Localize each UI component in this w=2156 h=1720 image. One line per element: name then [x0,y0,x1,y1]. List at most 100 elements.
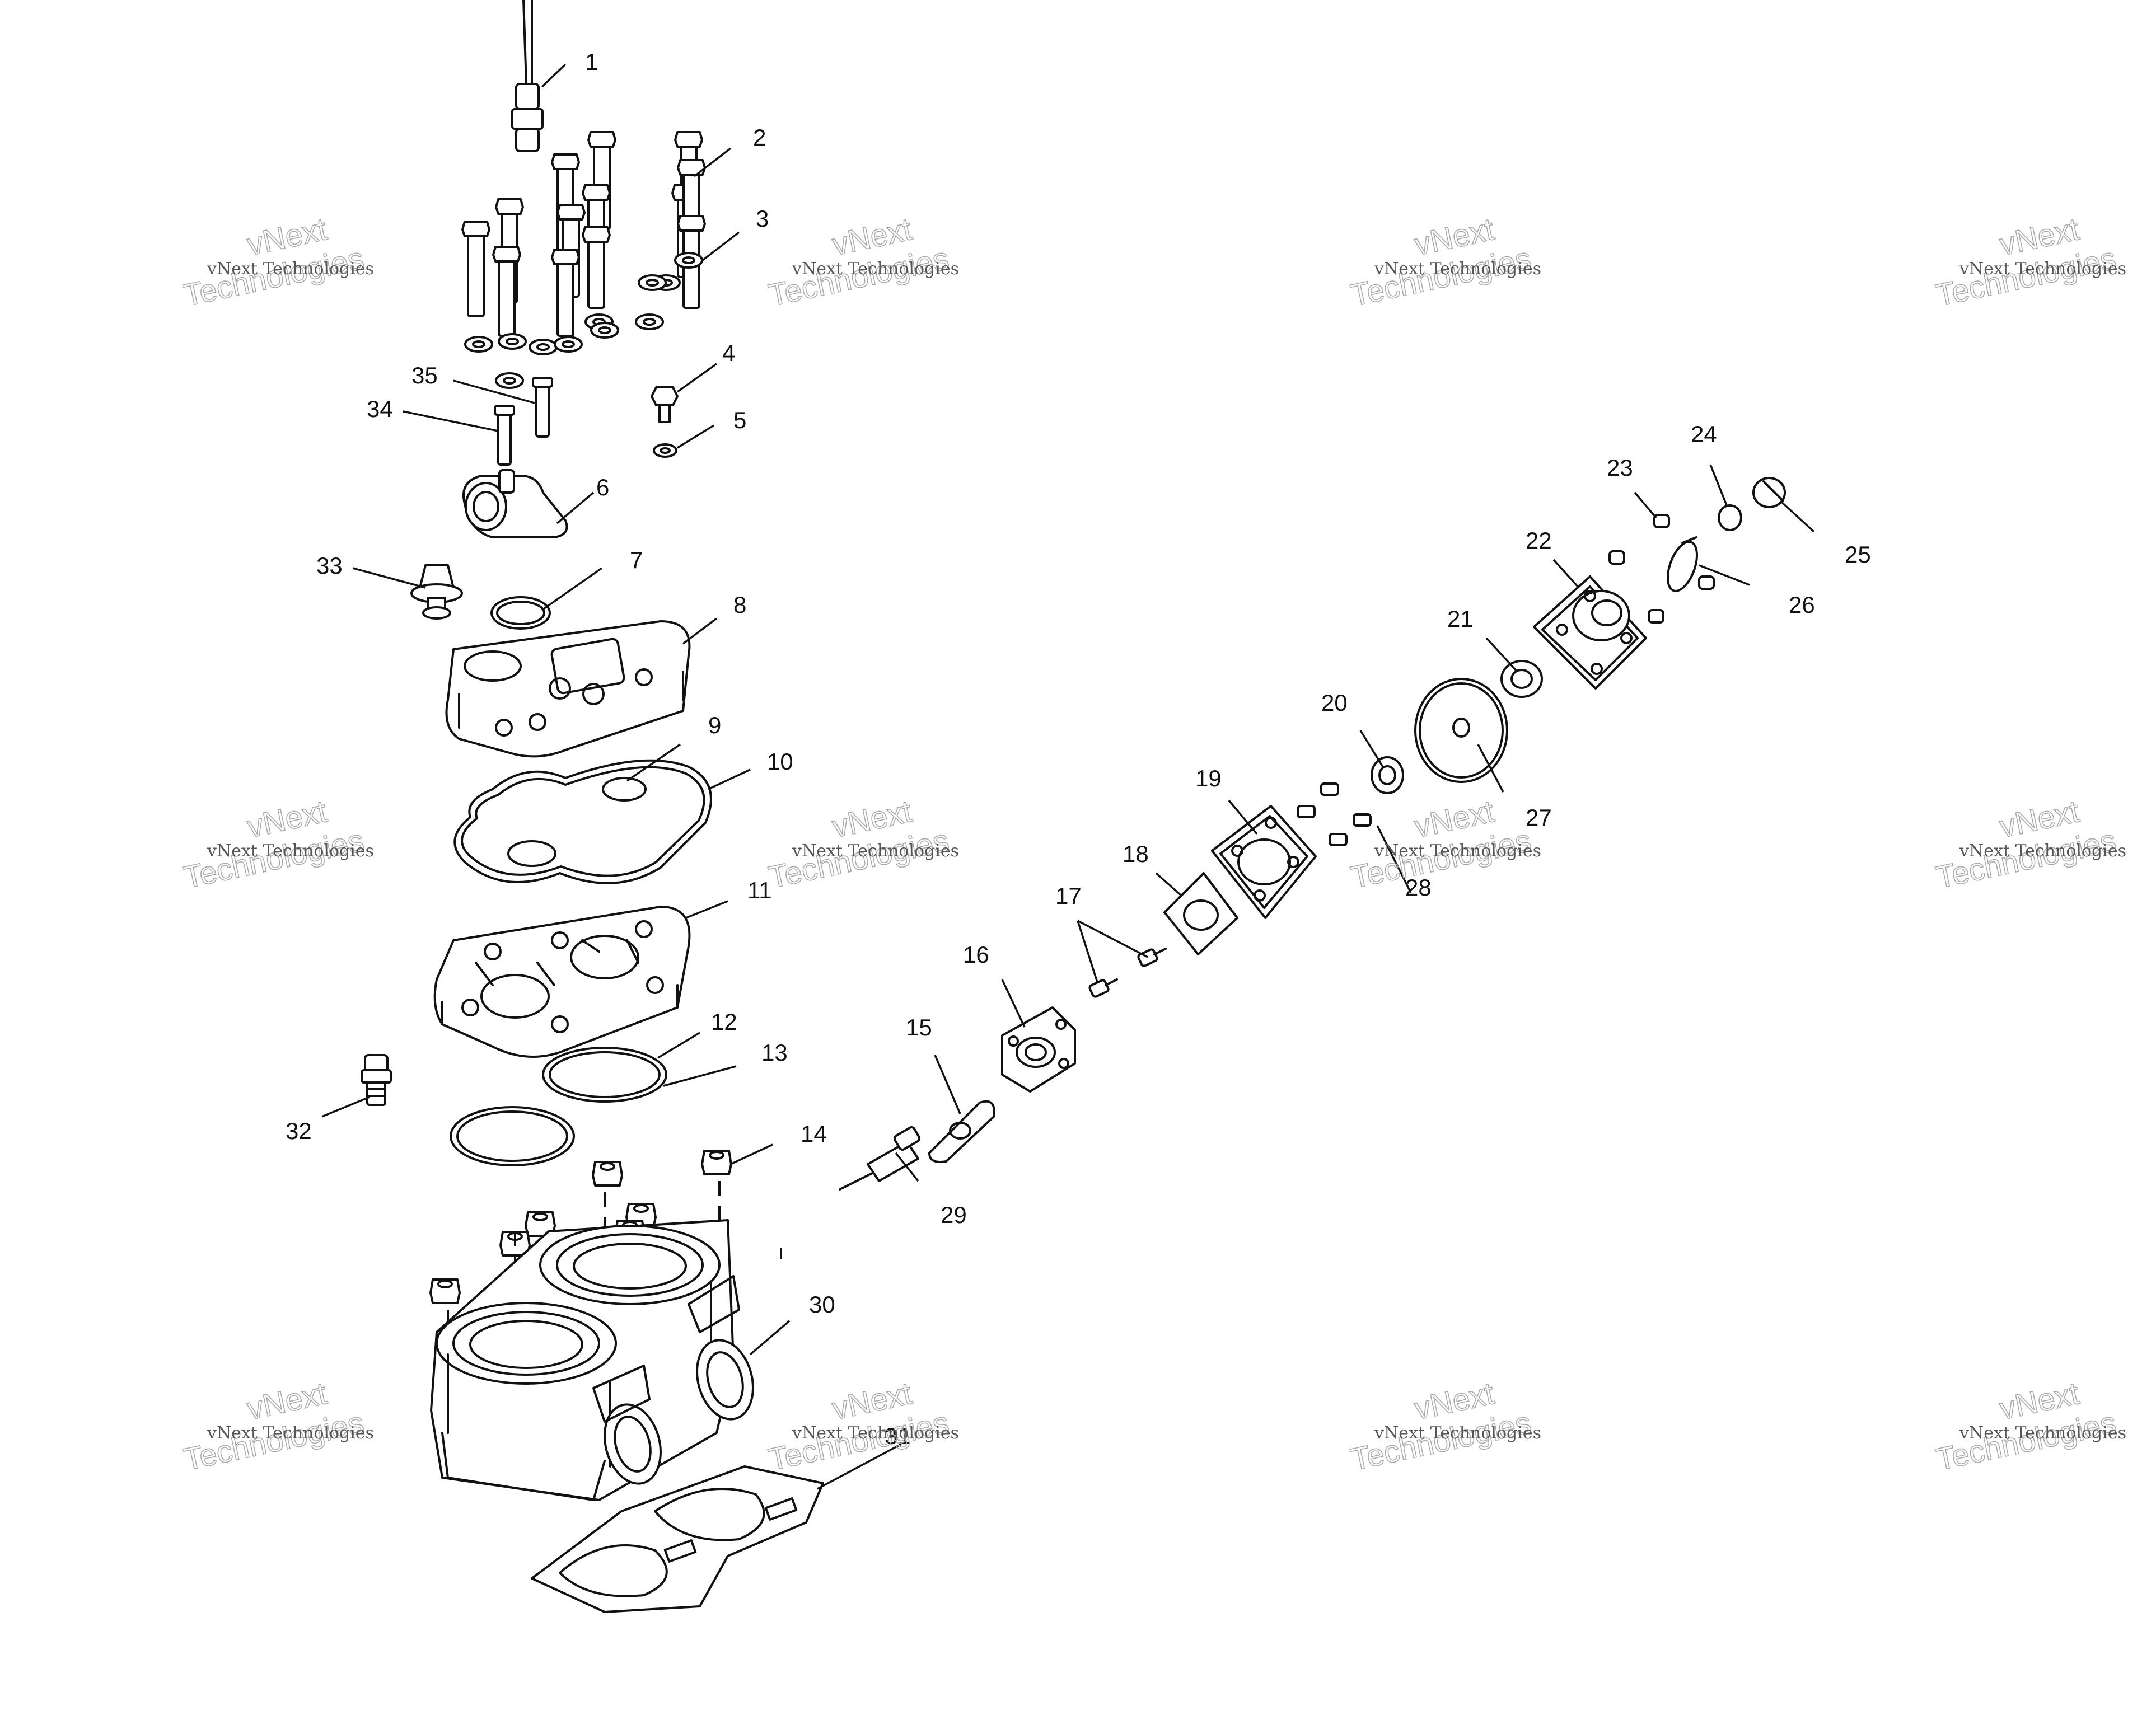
o-ring-part [490,596,551,630]
callout-34: 34 [367,396,393,422]
head-cover-part [445,620,691,758]
cylinder-head-part [433,906,691,1058]
thermostat-part [410,564,463,620]
callout-28: 28 [1405,874,1432,901]
watermark-small: vNext Technologies [207,841,374,861]
washer [638,274,667,291]
callout-31: 31 [885,1423,911,1449]
callout-7: 7 [630,547,643,573]
watermark-small: vNext Technologies [1374,841,1541,861]
callout-5: 5 [733,407,746,433]
callout-13: 13 [761,1039,788,1066]
callout-6: 6 [596,474,609,500]
callout-29: 29 [941,1202,967,1228]
washer [498,333,527,350]
pump-base-plate-part [1211,805,1317,919]
callout-24: 24 [1691,421,1717,447]
watermark-small: vNext Technologies [1959,1423,2126,1443]
valve-rod-part [839,1126,921,1191]
watermark-small: vNext Technologies [207,1423,374,1443]
washer [635,313,664,330]
callout-32: 32 [286,1118,312,1144]
washer [674,252,703,269]
callout-2: 2 [753,124,766,151]
callout-4: 4 [722,340,735,366]
callout-11: 11 [747,877,772,903]
head-gasket-part [453,759,712,884]
washer [464,336,493,353]
callout-33: 33 [316,552,343,579]
watermark-small: vNext Technologies [792,1423,959,1443]
callout-12: 12 [711,1009,737,1035]
callout-27: 27 [1526,804,1552,831]
watermark-small: vNext Technologies [1374,1423,1541,1443]
small-bolt-part [651,386,679,423]
callout-20: 20 [1321,690,1348,716]
washers-part [464,252,703,389]
callout-26: 26 [1789,592,1815,618]
cylinder-o-ring-part [450,1106,575,1166]
washer [529,339,558,355]
callout-23: 23 [1607,454,1633,481]
pump-cover-part [1533,575,1647,690]
gasket-part [928,1100,995,1163]
washer [590,322,619,339]
nut [592,1161,623,1187]
cap-part [1752,477,1786,508]
cylinder-o-ring-part [542,1047,667,1103]
callout-14: 14 [801,1121,827,1147]
thermostat-housing-part [462,469,568,538]
leader-lines [321,63,1815,1490]
bolt [492,246,521,337]
head-bolts-part [461,131,706,337]
small-washer-part [653,443,677,458]
callout-3: 3 [756,205,769,232]
square-gasket-part [1163,872,1238,955]
screws-part [1088,948,1167,998]
callout-35: 35 [411,362,438,388]
watermark-small: vNext Technologies [207,259,374,279]
callout-18: 18 [1123,841,1149,867]
callout-21: 21 [1447,606,1474,632]
nut [429,1278,461,1304]
watermark-small: vNext Technologies [792,259,959,279]
watermark-small: vNext Technologies [792,841,959,861]
callout-30: 30 [809,1291,835,1318]
cover-screws-part [1608,514,1715,624]
small-o-ring-part [1718,504,1742,531]
seal-part [1500,660,1543,698]
callout-16: 16 [963,941,989,968]
watermark-small: vNext Technologies [1374,259,1541,279]
callout-labels: 1 2 3 4 5 6 7 8 9 10 11 12 13 14 15 16 1… [286,49,1871,1449]
impeller-disc-part [1414,678,1508,783]
nut [701,1150,732,1175]
bolt [551,249,580,337]
valve-housing-part [1001,1006,1076,1093]
pump-screws-part [1297,782,1372,846]
callout-1: 1 [585,49,598,75]
callout-17: 17 [1055,883,1082,909]
callout-10: 10 [767,748,793,775]
bolt [461,221,490,317]
callout-19: 19 [1195,765,1222,791]
washer [495,372,524,389]
temperature-sensor-part [511,0,544,152]
base-gasket-part [531,1465,824,1613]
washer [554,336,583,353]
callout-25: 25 [1845,541,1871,568]
cylinder-block-part [430,1219,754,1501]
fitting-part [361,1054,392,1106]
watermark-small: vNext Technologies [1959,259,2126,279]
stud-part [494,377,553,466]
